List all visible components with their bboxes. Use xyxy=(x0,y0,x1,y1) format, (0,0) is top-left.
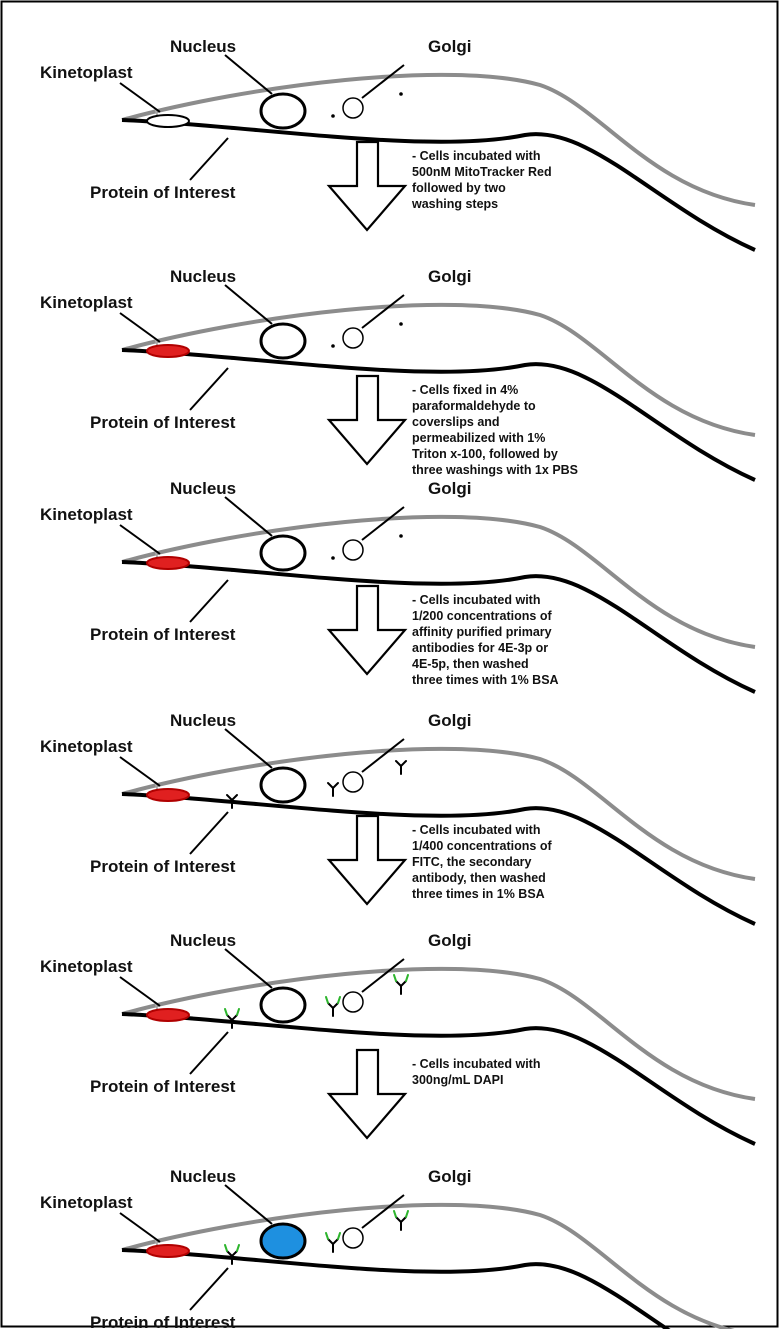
protein-of-interest-label: Protein of Interest xyxy=(90,413,236,432)
kinetoplast-shape xyxy=(147,345,189,357)
protein-dot-3 xyxy=(399,534,403,538)
kinetoplast-label: Kinetoplast xyxy=(40,737,133,756)
protein-dot-2 xyxy=(331,114,335,118)
protein-of-interest-label: Protein of Interest xyxy=(90,1077,236,1096)
kinetoplast-shape xyxy=(147,115,189,127)
step-line: 1/200 concentrations of xyxy=(412,609,552,623)
step-line: 4E-5p, then washed xyxy=(412,657,529,671)
nucleus-shape xyxy=(261,536,305,570)
kinetoplast-label: Kinetoplast xyxy=(40,293,133,312)
step-line: followed by two xyxy=(412,181,506,195)
step-description: - Cells incubated with 1/400 concentratio… xyxy=(412,823,552,901)
protein-of-interest-label: Protein of Interest xyxy=(90,857,236,876)
kinetoplast-label: Kinetoplast xyxy=(40,505,133,524)
step-line: antibodies for 4E-3p or xyxy=(412,641,548,655)
step-line: paraformaldehyde to xyxy=(412,399,536,413)
protein-dot-1 xyxy=(230,568,234,572)
protein-dot-1 xyxy=(230,126,234,130)
protein-dot-3 xyxy=(399,92,403,96)
kinetoplast-label: Kinetoplast xyxy=(40,63,133,82)
golgi-label: Golgi xyxy=(428,1167,471,1186)
step-line: three washings with 1x PBS xyxy=(412,463,578,477)
protein-dot-2 xyxy=(331,344,335,348)
golgi-shape xyxy=(343,98,363,118)
nucleus-label: Nucleus xyxy=(170,711,236,730)
step-line: - Cells incubated with xyxy=(412,149,541,163)
step-line: 500nM MitoTracker Red xyxy=(412,165,552,179)
protein-dot-2 xyxy=(331,556,335,560)
nucleus-shape xyxy=(261,324,305,358)
step-line: affinity purified primary xyxy=(412,625,552,639)
nucleus-shape xyxy=(261,1224,305,1258)
step-line: three times in 1% BSA xyxy=(412,887,545,901)
protein-dot-1 xyxy=(230,356,234,360)
golgi-shape xyxy=(343,328,363,348)
step-line: washing steps xyxy=(411,197,498,211)
step-line: Triton x-100, followed by xyxy=(412,447,558,461)
golgi-label: Golgi xyxy=(428,37,471,56)
step-line: coverslips and xyxy=(412,415,500,429)
step-line: antibody, then washed xyxy=(412,871,546,885)
golgi-label: Golgi xyxy=(428,711,471,730)
kinetoplast-shape xyxy=(147,789,189,801)
golgi-shape xyxy=(343,540,363,560)
golgi-label: Golgi xyxy=(428,479,471,498)
nucleus-label: Nucleus xyxy=(170,1167,236,1186)
golgi-shape xyxy=(343,992,363,1012)
step-line: - Cells incubated with xyxy=(412,593,541,607)
step-line: - Cells incubated with xyxy=(412,1057,541,1071)
kinetoplast-shape xyxy=(147,1245,189,1257)
nucleus-label: Nucleus xyxy=(170,479,236,498)
protein-of-interest-label: Protein of Interest xyxy=(90,183,236,202)
kinetoplast-label: Kinetoplast xyxy=(40,957,133,976)
process-step-4: - Cells incubated with 1/400 concentratio… xyxy=(329,816,552,904)
nucleus-label: Nucleus xyxy=(170,267,236,286)
kinetoplast-shape xyxy=(147,557,189,569)
step-line: FITC, the secondary xyxy=(412,855,532,869)
step-line: 1/400 concentrations of xyxy=(412,839,552,853)
nucleus-label: Nucleus xyxy=(170,931,236,950)
nucleus-shape xyxy=(261,988,305,1022)
golgi-label: Golgi xyxy=(428,931,471,950)
nucleus-label: Nucleus xyxy=(170,37,236,56)
kinetoplast-label: Kinetoplast xyxy=(40,1193,133,1212)
protein-dot-3 xyxy=(399,322,403,326)
protein-of-interest-label: Protein of Interest xyxy=(90,1313,236,1329)
step-line: - Cells incubated with xyxy=(412,823,541,837)
protein-of-interest-label: Protein of Interest xyxy=(90,625,236,644)
kinetoplast-shape xyxy=(147,1009,189,1021)
nucleus-shape xyxy=(261,94,305,128)
step-line: three times with 1% BSA xyxy=(412,673,559,687)
step-line: 300ng/mL DAPI xyxy=(412,1073,503,1087)
step-line: permeabilized with 1% xyxy=(412,431,545,445)
nucleus-shape xyxy=(261,768,305,802)
golgi-label: Golgi xyxy=(428,267,471,286)
golgi-shape xyxy=(343,772,363,792)
golgi-shape xyxy=(343,1228,363,1248)
step-line: - Cells fixed in 4% xyxy=(412,383,518,397)
